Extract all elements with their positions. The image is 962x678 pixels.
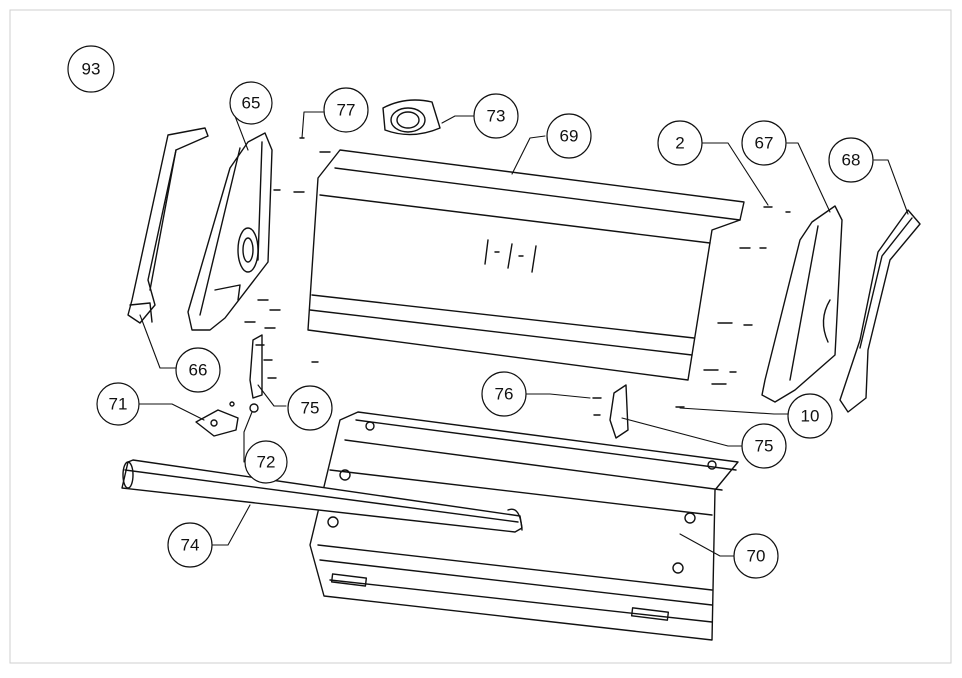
callout-93-label: 93 (82, 60, 101, 79)
callout-70 (733, 533, 779, 579)
callout-67 (741, 120, 787, 166)
callout-65 (229, 81, 273, 125)
callout-10-label: 10 (801, 407, 820, 426)
part-73-bushing (382, 99, 441, 136)
part-2-screws (703, 206, 791, 385)
callout-69-label: 69 (560, 127, 579, 146)
part-65-left-endplate (187, 132, 273, 331)
callout-75-right-label: 75 (755, 437, 774, 456)
callout-68 (828, 137, 874, 183)
part-72-nut (249, 403, 259, 413)
drawing-frame (9, 9, 952, 664)
callout-66-label: 66 (189, 361, 208, 380)
callout-75-right (741, 423, 787, 469)
part-76-screws (592, 397, 602, 416)
callout-72-label: 72 (257, 453, 276, 472)
callout-93 (67, 45, 115, 93)
callout-72 (244, 440, 288, 484)
callout-70-label: 70 (747, 547, 766, 566)
part-74-rod (121, 459, 523, 533)
callout-2-label: 2 (675, 134, 684, 153)
part-67-right-endplate (761, 205, 843, 403)
callout-65-label: 65 (242, 94, 261, 113)
part-75-bracket-left (249, 334, 263, 399)
part-75-bracket-right (609, 384, 629, 439)
callout-76-label: 76 (495, 385, 514, 404)
part-68-right-handle (839, 209, 921, 413)
callout-77 (323, 87, 369, 133)
callout-68-label: 68 (842, 151, 861, 170)
callout-75-left-label: 75 (301, 399, 320, 418)
callout-75-left (287, 385, 333, 431)
callout-74-label: 74 (181, 536, 200, 555)
callout-69 (546, 113, 592, 159)
callout-73 (473, 93, 519, 139)
callout-2 (657, 120, 703, 166)
leader-lines (137, 102, 909, 557)
callout-76 (481, 371, 527, 417)
callout-71-label: 71 (109, 395, 128, 414)
part-71-hinge (195, 409, 239, 437)
callout-71 (96, 382, 140, 426)
part-69-hood (307, 149, 745, 381)
part-hardware-left (244, 299, 319, 379)
callout-77-label: 77 (337, 101, 356, 120)
callout-67-label: 67 (755, 134, 774, 153)
part-70-bottom-panel (309, 411, 739, 641)
callout-10 (787, 393, 833, 439)
part-72-washer (229, 401, 235, 407)
callout-66 (175, 347, 221, 393)
callout-73-label: 73 (487, 107, 506, 126)
callout-74 (167, 522, 213, 568)
part-66-left-handle (127, 127, 209, 324)
